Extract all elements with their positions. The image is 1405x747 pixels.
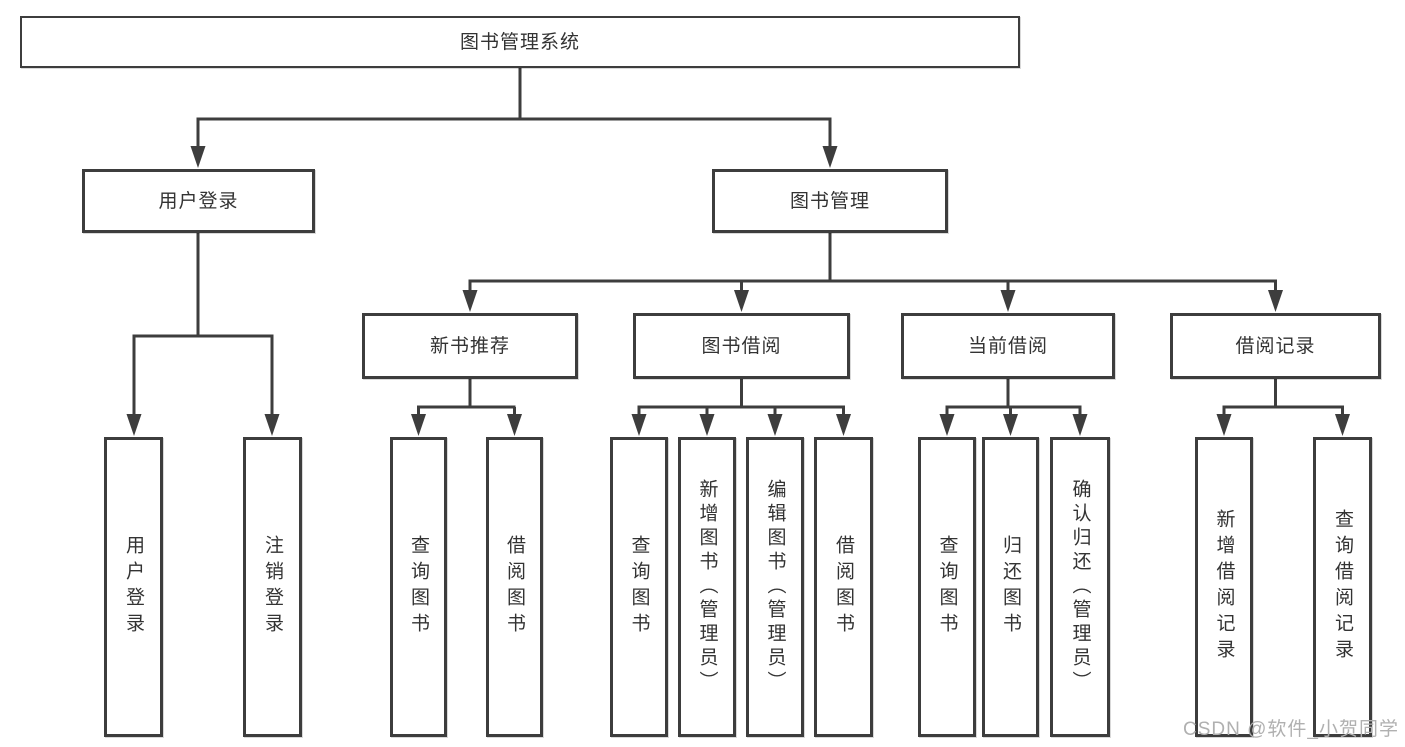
node-library-management-system: 图书管理系统 [20,16,1020,68]
leaf-logout: 注销登录 [243,437,302,737]
leaf-confirm-return-admin: 确认归还（管理员） [1050,437,1110,737]
leaf-query-borrow-record: 查询借阅记录 [1313,437,1372,737]
leaf-query-books-recommend: 查询图书 [390,437,447,737]
node-label: 用户登录 [123,535,144,639]
node-user-login: 用户登录 [82,169,315,233]
node-new-book-recommendation: 新书推荐 [362,313,578,379]
node-label: 查询图书 [408,535,429,639]
node-label: 借阅图书 [504,535,525,639]
leaf-query-books-current: 查询图书 [918,437,976,737]
node-label: 确认归还（管理员） [1069,479,1091,695]
node-label: 图书借阅 [701,335,782,357]
node-label: 图书管理 [789,190,870,212]
leaf-query-books-borrowing: 查询图书 [610,437,668,737]
node-label: 编辑图书（管理员） [764,479,786,695]
node-label: 查询借阅记录 [1332,509,1353,665]
leaf-add-borrow-record: 新增借阅记录 [1195,437,1253,737]
node-book-management: 图书管理 [712,169,948,233]
csdn-watermark: CSDN @软件_小贺同学 [1183,719,1399,740]
leaf-user-login: 用户登录 [104,437,163,737]
node-label: 借阅记录 [1235,335,1316,357]
leaf-return-books: 归还图书 [982,437,1039,737]
node-label: 归还图书 [1000,535,1021,639]
leaf-borrow-books-borrowing: 借阅图书 [814,437,873,737]
node-label: 新增借阅记录 [1213,509,1235,665]
node-label: 新书推荐 [429,335,510,357]
node-label: 借阅图书 [833,535,854,639]
leaf-borrow-books-recommend: 借阅图书 [486,437,543,737]
node-borrowing-records: 借阅记录 [1170,313,1381,379]
node-label: 注销登录 [262,535,283,639]
node-label: 用户登录 [158,190,239,212]
node-book-borrowing: 图书借阅 [633,313,850,379]
node-label: 查询图书 [936,535,958,639]
node-label: 新增图书（管理员） [696,479,718,695]
node-label: 图书管理系统 [459,31,580,53]
leaf-edit-book-admin: 编辑图书（管理员） [746,437,804,737]
node-current-borrowing: 当前借阅 [901,313,1115,379]
leaf-add-book-admin: 新增图书（管理员） [678,437,736,737]
node-label: 当前借阅 [967,335,1048,357]
node-label: 查询图书 [628,535,650,639]
